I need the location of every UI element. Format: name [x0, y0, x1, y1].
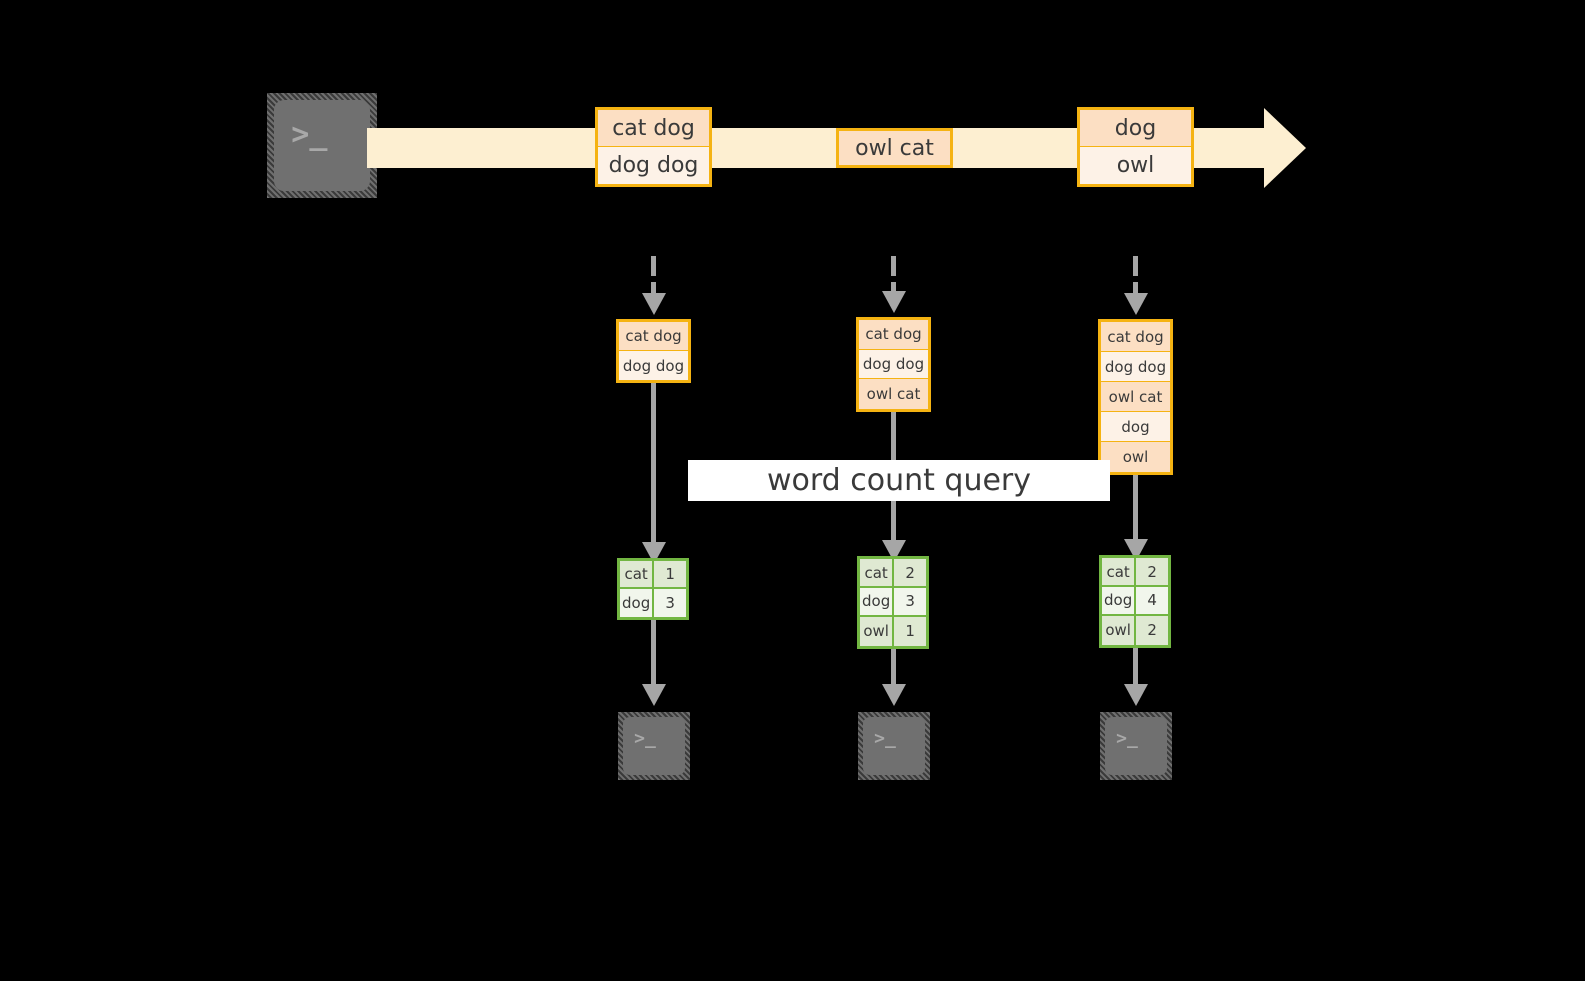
stream-event-row: cat dog	[598, 110, 709, 147]
result-count-cell: 2	[1136, 558, 1168, 585]
snapshot-input-row: cat dog	[619, 322, 688, 351]
query-label-band: word count query	[688, 460, 1110, 501]
result-row: cat 2	[1102, 558, 1168, 587]
snapshot-1-feed-arrowhead	[642, 293, 666, 315]
stream-event-row: dog dog	[598, 147, 709, 184]
result-row: owl 1	[860, 616, 926, 646]
terminal-screen: >_	[1105, 717, 1167, 775]
snapshot-input-row: dog dog	[619, 351, 688, 380]
snapshot-3-query-line	[1133, 475, 1138, 543]
snapshot-1-sink-terminal-icon: >_	[618, 712, 690, 780]
snapshot-1-feed-line	[651, 256, 656, 276]
stream-event-row: dog	[1080, 110, 1191, 147]
stream-event-row: owl cat	[839, 131, 950, 165]
result-count-cell: 3	[654, 589, 686, 617]
stream-event-group-3: dog owl	[1077, 107, 1194, 187]
result-row: owl 2	[1102, 615, 1168, 645]
snapshot-input-row: cat dog	[1101, 322, 1170, 352]
snapshot-input-row: owl cat	[1101, 382, 1170, 412]
result-count-cell: 2	[894, 559, 926, 586]
snapshot-2-feed-line	[891, 256, 896, 276]
snapshot-3-sink-terminal-icon: >_	[1100, 712, 1172, 780]
snapshot-input-row: dog dog	[1101, 352, 1170, 382]
snapshot-1-sink-arrowhead	[642, 684, 666, 706]
snapshot-2-sink-arrowhead	[882, 684, 906, 706]
result-row: dog 4	[1102, 587, 1168, 616]
snapshot-3-feed-line	[1133, 282, 1138, 296]
snapshot-2-sink-line	[891, 649, 896, 688]
result-word-cell: owl	[860, 616, 895, 646]
event-stream-arrowhead	[1264, 108, 1306, 188]
result-word-cell: cat	[860, 559, 895, 586]
snapshot-1-result-table: cat 1 dog 3	[617, 558, 689, 620]
terminal-screen: >_	[623, 717, 685, 775]
snapshot-3-result-table: cat 2 dog 4 owl 2	[1099, 555, 1171, 648]
snapshot-3-feed-arrowhead	[1124, 293, 1148, 315]
stream-event-group-2: owl cat	[836, 128, 953, 168]
snapshot-2-input-box: cat dog dog dog owl cat	[856, 317, 931, 412]
snapshot-3-input-box: cat dog dog dog owl cat dog owl	[1098, 319, 1173, 475]
source-terminal-icon: >_	[267, 93, 377, 198]
result-count-cell: 4	[1136, 587, 1168, 614]
result-count-cell: 1	[654, 561, 686, 587]
result-count-cell: 3	[894, 588, 926, 615]
snapshot-3-sink-arrowhead	[1124, 684, 1148, 706]
snapshot-1-sink-line	[651, 620, 656, 688]
result-word-cell: owl	[1102, 615, 1137, 645]
stream-event-group-1: cat dog dog dog	[595, 107, 712, 187]
terminal-prompt-glyph: >_	[291, 117, 328, 153]
result-count-cell: 1	[894, 616, 926, 646]
snapshot-2-feed-arrowhead	[882, 291, 906, 313]
snapshot-1-feed-line	[651, 282, 656, 296]
snapshot-input-row: dog dog	[859, 349, 928, 380]
result-row: dog 3	[620, 589, 686, 617]
snapshot-input-row: cat dog	[859, 320, 928, 350]
terminal-prompt-glyph: >_	[874, 727, 896, 749]
stream-event-row: owl	[1080, 147, 1191, 184]
result-row: cat 2	[860, 559, 926, 588]
snapshot-3-feed-line	[1133, 256, 1138, 276]
terminal-screen: >_	[274, 100, 370, 191]
snapshot-3-sink-line	[1133, 648, 1138, 688]
result-word-cell: cat	[620, 561, 655, 587]
snapshot-1-input-box: cat dog dog dog	[616, 319, 691, 383]
result-word-cell: dog	[860, 588, 895, 615]
terminal-screen: >_	[863, 717, 925, 775]
result-word-cell: dog	[1102, 587, 1137, 614]
result-word-cell: cat	[1102, 558, 1137, 585]
result-word-cell: dog	[620, 589, 655, 617]
snapshot-2-feed-line	[891, 282, 896, 294]
snapshot-input-row: dog	[1101, 412, 1170, 442]
snapshot-2-result-table: cat 2 dog 3 owl 1	[857, 556, 929, 649]
query-label: word count query	[766, 463, 1032, 498]
terminal-prompt-glyph: >_	[634, 727, 656, 749]
result-row: cat 1	[620, 561, 686, 589]
snapshot-1-query-line	[651, 383, 656, 546]
snapshot-input-row: owl cat	[859, 379, 928, 409]
result-row: dog 3	[860, 588, 926, 617]
result-count-cell: 2	[1136, 615, 1168, 645]
snapshot-input-row: owl	[1101, 442, 1170, 472]
terminal-prompt-glyph: >_	[1116, 727, 1138, 749]
snapshot-2-sink-terminal-icon: >_	[858, 712, 930, 780]
